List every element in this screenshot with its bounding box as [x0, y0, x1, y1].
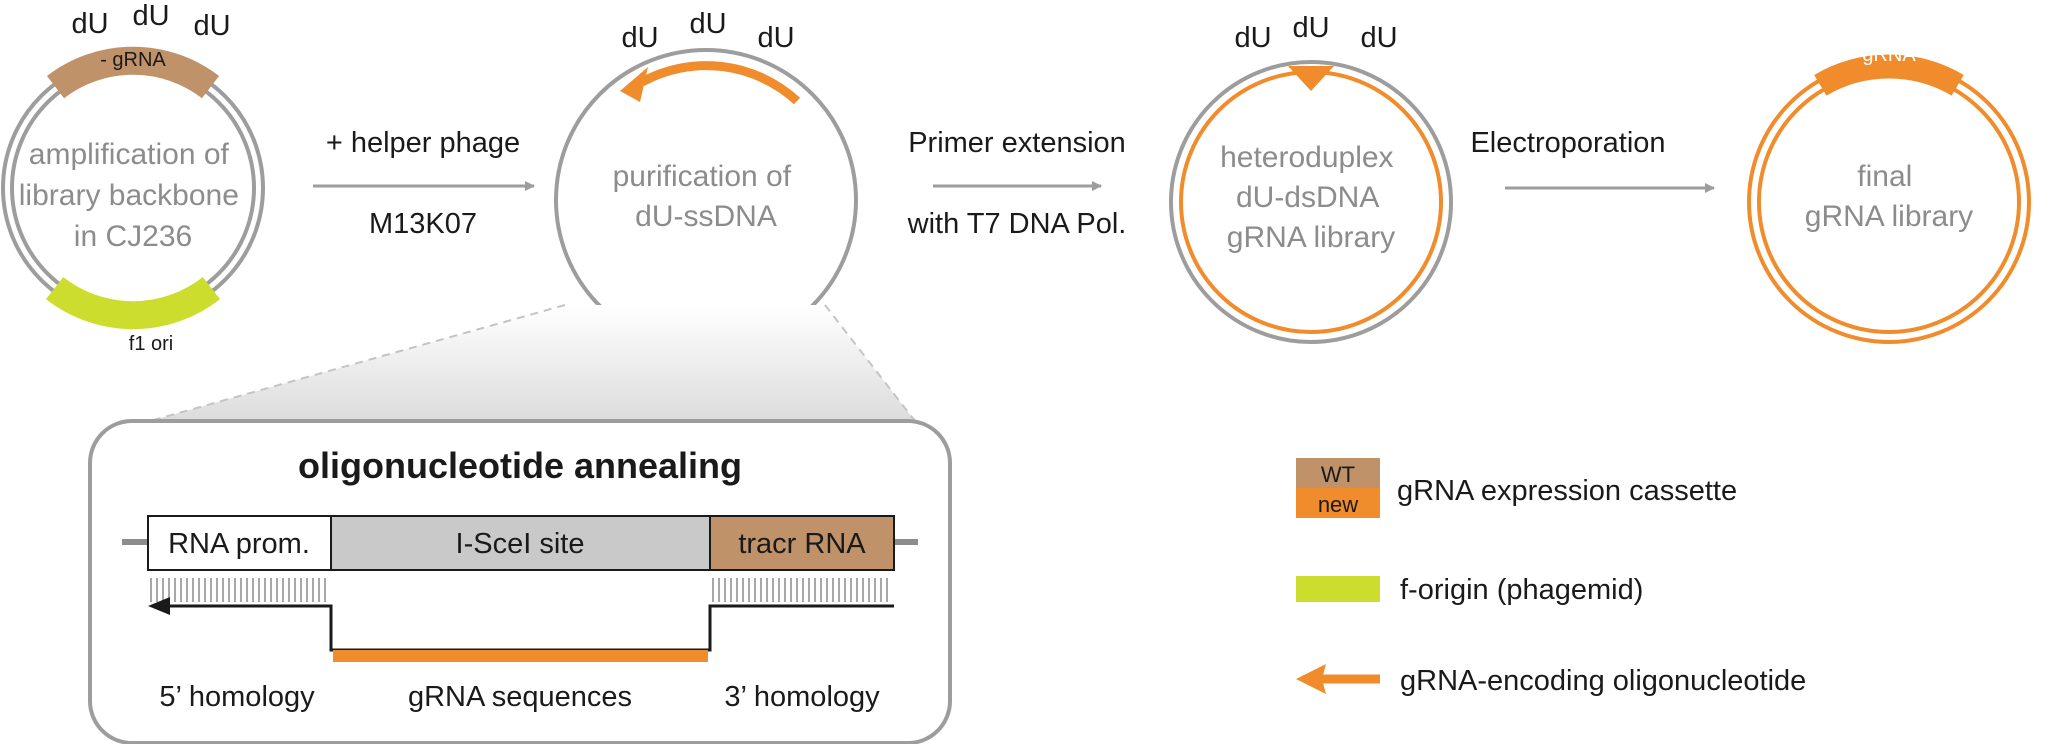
- legend-cassette-new-label: new: [1318, 492, 1358, 517]
- plasmid2-description: purification of dU-ssDNA: [613, 160, 800, 233]
- rna-promoter-label: RNA prom.: [168, 528, 310, 560]
- legend-oligo-entry: gRNA-encoding oligonucleotide: [1296, 664, 1806, 697]
- plasmid2-oligo-arrowhead: [620, 67, 648, 102]
- inset-zoom-edge-right: [824, 304, 916, 422]
- five-prime-hatch-group: [150, 578, 326, 602]
- inset-frame: [88, 419, 952, 744]
- plasmid1-du-label: dU: [193, 10, 230, 42]
- plasmid1-grna-label: - gRNA: [100, 49, 166, 71]
- plasmid-final-library: gRNA final gRNA library: [1747, 44, 2031, 344]
- rna-promoter-box: [147, 515, 332, 571]
- legend-oligo-label: gRNA-encoding oligonucleotide: [1400, 665, 1806, 697]
- legend-cassette-label: gRNA expression cassette: [1397, 475, 1737, 507]
- oligo-annealing-inset: oligonucleotide annealing RNA prom. I-Sc…: [88, 419, 952, 744]
- plasmid3-du-label: dU: [1292, 12, 1329, 44]
- three-prime-hatch-group: [712, 578, 888, 602]
- step-helper-phage: + helper phage M13K07: [313, 127, 535, 240]
- tracr-rna-label: tracr RNA: [738, 528, 866, 560]
- plasmid1-ori-label: f1 ori: [129, 333, 173, 355]
- plasmid2-du-label: dU: [689, 8, 726, 40]
- plasmid-heteroduplex: dU dU dU heteroduplex dU-dsDNA gRNA libr…: [1169, 12, 1453, 344]
- inset-title: oligonucleotide annealing: [298, 445, 742, 486]
- step-primer-extension: Primer extension with T7 DNA Pol.: [907, 127, 1127, 240]
- legend-cassette-entry: WT new gRNA expression cassette: [1296, 458, 1737, 518]
- grna-sequences-label: gRNA sequences: [408, 681, 632, 713]
- plasmid1-du-label: dU: [71, 8, 108, 40]
- legend-origin-entry: f-origin (phagemid): [1296, 574, 1643, 606]
- three-prime-homology-label: 3’ homology: [724, 681, 880, 713]
- plasmid3-new-grna-marker: [1288, 66, 1334, 91]
- plasmid1-grna-segment: [46, 46, 220, 99]
- legend-cassette-wt-swatch: [1296, 458, 1380, 488]
- legend-oligo-arrowhead: [1296, 664, 1326, 694]
- legend: WT new gRNA expression cassette f-origin…: [1296, 458, 1806, 697]
- step1-bottom-label: M13K07: [369, 208, 477, 240]
- plasmid3-du-label: dU: [1360, 22, 1397, 54]
- plasmid-ssdna: dU dU dU purification of dU-ssDNA: [554, 8, 858, 352]
- legend-origin-swatch: [1296, 576, 1380, 602]
- iscei-site-label: I-SceI site: [456, 528, 585, 560]
- plasmid1-description: amplification of library backbone in CJ2…: [19, 138, 247, 253]
- iscei-site-box: [330, 515, 711, 571]
- inset-zoom-cone: [150, 305, 915, 421]
- plasmid3-outer-strand: [1169, 60, 1453, 344]
- plasmid1-ori-segment: [45, 276, 221, 330]
- plasmid-backbone-amplification: - gRNA f1 ori dU dU dU amplification of …: [1, 0, 265, 355]
- inset-zoom-edge-left: [149, 304, 566, 422]
- plasmid3-description: heteroduplex dU-dsDNA gRNA library: [1220, 141, 1402, 254]
- oligo-strand-arrowhead: [148, 597, 170, 615]
- plasmid2-du-label: dU: [621, 22, 658, 54]
- tracr-rna-box: [709, 515, 895, 571]
- legend-cassette-wt-label: WT: [1321, 462, 1355, 487]
- plasmid4-grna-segment: [1814, 54, 1964, 96]
- plasmid4-description: final gRNA library: [1805, 160, 1973, 233]
- plasmid4-grna-label: gRNA: [1862, 44, 1916, 66]
- step1-top-label: + helper phage: [326, 127, 520, 159]
- plasmid2-du-label: dU: [757, 22, 794, 54]
- step3-top-label: Electroporation: [1470, 127, 1665, 159]
- step2-top-label: Primer extension: [908, 127, 1126, 159]
- step2-bottom-label: with T7 DNA Pol.: [907, 208, 1127, 240]
- five-prime-homology-label: 5’ homology: [159, 681, 315, 713]
- legend-origin-label: f-origin (phagemid): [1400, 574, 1643, 606]
- legend-cassette-new-swatch: [1296, 488, 1380, 518]
- step-electroporation: Electroporation: [1470, 127, 1715, 193]
- plasmid3-du-label: dU: [1234, 22, 1271, 54]
- plasmid1-du-label: dU: [132, 0, 169, 32]
- plasmid2-oligo-arc: [639, 61, 801, 105]
- grna-sequences-bar: [333, 650, 708, 662]
